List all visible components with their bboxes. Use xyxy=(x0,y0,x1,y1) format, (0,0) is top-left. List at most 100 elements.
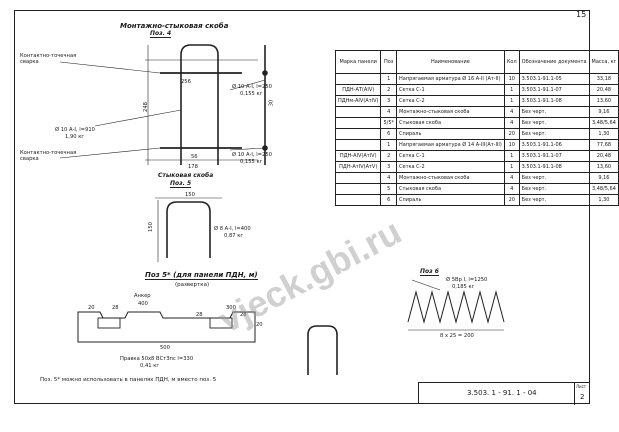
spec-cell-qty: 1 xyxy=(503,161,520,173)
spec-cell-qty: 10 xyxy=(503,73,520,85)
spec-cell-name: Спираль xyxy=(396,194,505,206)
leader-top xyxy=(59,61,161,74)
spec-cell-mark xyxy=(334,194,382,206)
poz4-dim-side: 30 xyxy=(268,99,275,107)
leader-rebar xyxy=(94,109,182,127)
poz5a-dim-5: 28 xyxy=(196,312,203,318)
poz5a-dim-6: 28 xyxy=(240,312,247,318)
poz4-label: Поз. 4 xyxy=(150,30,172,38)
spec-cell-mass: 20,48 xyxy=(588,150,619,162)
poz4-dim-bottom: 56 xyxy=(191,154,198,160)
poz4-rebar-right-top: Ø 10 А-I, l=250 xyxy=(232,84,272,90)
spec-cell-qty: 4 xyxy=(503,183,520,195)
sheet-cell-label: Лист xyxy=(576,384,587,389)
spec-cell-mark xyxy=(334,117,382,129)
spec-cell-mark: ПДНм-АIV(АтIV) xyxy=(334,95,382,107)
poz6-spiral xyxy=(407,290,505,324)
spec-cell-name: Сетка С-1 xyxy=(396,84,505,96)
spec-cell-mass: 9,16 xyxy=(588,172,619,184)
spec-cell-mass: 1,30 xyxy=(588,194,619,206)
poz4-rebar-right-bottom-mass: 0,155 кг xyxy=(240,159,263,165)
spec-cell-doc: Без черт. xyxy=(518,172,590,184)
poz5a-title: Поз 5* (для панели ПДН, м) xyxy=(145,271,258,280)
spec-header-mark: Марка панели xyxy=(334,50,382,74)
spec-cell-name: Монтажно-стыковая скоба xyxy=(396,172,505,184)
spec-cell-name: Сетка С-2 xyxy=(396,161,505,173)
spec-cell-doc: Без черт. xyxy=(518,194,590,206)
spec-header-row: Марка панели Поз Наименование Кол Обозна… xyxy=(334,50,619,74)
spec-cell-mark xyxy=(334,128,382,140)
note: Поз. 5* можно использовать в панелях ПДН… xyxy=(40,377,217,383)
document-code: 3.503. 1 - 91. 1 - 04 xyxy=(467,389,537,397)
spec-cell-pos: 6 xyxy=(380,194,397,206)
spec-cell-pos: 4 xyxy=(380,172,397,184)
spec-cell-qty: 4 xyxy=(503,172,520,184)
spec-cell-mass: 9,16 xyxy=(588,106,619,118)
spec-cell-mark: ПДН-АтIV(АтV) xyxy=(334,161,382,173)
spec-cell-pos: 1 xyxy=(380,73,397,85)
poz4-rebar-right-bottom: Ø 10 А-I, l=250 xyxy=(232,152,272,158)
drawing-svg xyxy=(59,44,505,375)
poz5a-subtitle: (развертка) xyxy=(175,282,210,288)
poz4-callout-top: Контактно-точечная сварка xyxy=(20,53,77,65)
spec-cell-pos: 5/5* xyxy=(380,117,397,129)
spec-cell-qty: 4 xyxy=(503,106,520,118)
spec-cell-mass: 20,48 xyxy=(588,84,619,96)
spec-cell-pos: 1 xyxy=(380,139,397,151)
spec-cell-doc: Без черт. xyxy=(518,106,590,118)
spec-cell-name: Напрягаемая арматура Ø 14 А-III(Ат-III) xyxy=(396,139,505,151)
spec-cell-doc: 3.503.1-91.1-05 xyxy=(518,73,590,85)
spec-header-qty: Кол xyxy=(503,50,520,74)
poz4-dim-top: 256 xyxy=(181,79,191,85)
spec-table: Марка панели Поз Наименование Кол Обозна… xyxy=(334,50,619,206)
spec-cell-qty: 4 xyxy=(503,117,520,129)
poz5-staple xyxy=(166,201,211,258)
poz6-mass: 0,185 кг xyxy=(452,284,475,290)
poz6-dim: 8 х 25 = 200 xyxy=(440,333,474,339)
poz5a-slot-left xyxy=(97,317,121,329)
spec-cell-name: Стыковая скоба xyxy=(396,117,505,129)
spec-header-mass: Масса, кг xyxy=(588,50,619,74)
poz5-title: Стыковая скоба xyxy=(158,172,214,179)
spec-cell-qty: 20 xyxy=(503,128,520,140)
poz6-label: Поз 6 xyxy=(420,268,439,276)
spec-cell-qty: 1 xyxy=(503,95,520,107)
spec-cell-doc: 3.503.1-91.1-08 xyxy=(518,161,590,173)
poz4-title: Монтажно-стыковая скоба xyxy=(120,22,229,30)
spec-cell-name: Спираль xyxy=(396,128,505,140)
spec-cell-mass: 13,60 xyxy=(588,161,619,173)
poz4-staple xyxy=(180,44,219,165)
spec-cell-mark xyxy=(334,139,382,151)
spec-cell-pos: 5 xyxy=(380,183,397,195)
poz4-rebar-left: Ø 10 А-I, l=910 xyxy=(55,127,95,133)
spec-cell-mark xyxy=(334,73,382,85)
poz5a-slot-right xyxy=(209,317,233,329)
poz5a-outline xyxy=(77,311,256,343)
spec-cell-name: Сетка С-2 xyxy=(396,95,505,107)
poz5a-dim-0: 20 xyxy=(88,305,95,311)
poz5a-dim-7: 500 xyxy=(160,345,170,351)
poz4-dim-height: 248 xyxy=(142,102,149,112)
leader-right-bottom xyxy=(229,147,266,151)
sheet-number: 15 xyxy=(576,10,587,19)
spec-cell-name: Стыковая скоба xyxy=(396,183,505,195)
sheet-frame xyxy=(14,10,590,404)
spec-cell-name: Сетка С-1 xyxy=(396,150,505,162)
poz4-rebar-left-mass: 1,90 кг xyxy=(65,134,85,140)
spec-cell-doc: Без черт. xyxy=(518,183,590,195)
poz5a-dim-4: 300 xyxy=(226,305,236,311)
sheet-cell: Лист 2 xyxy=(574,383,590,405)
title-block: 3.503. 1 - 91. 1 - 04 Лист 2 xyxy=(418,382,590,405)
spec-cell-pos: 6 xyxy=(380,128,397,140)
poz5a-bend-label: Правка 50х8 ВСтЗпс l=330 xyxy=(120,356,194,362)
poz5-rebar: Ø 8 А-I, l=400 xyxy=(214,226,251,232)
spec-cell-pos: 2 xyxy=(380,84,397,96)
spec-cell-mass: 77,68 xyxy=(588,139,619,151)
poz5a-dim-2: Анкер xyxy=(134,293,151,299)
spec-cell-mass: 13,60 xyxy=(588,95,619,107)
